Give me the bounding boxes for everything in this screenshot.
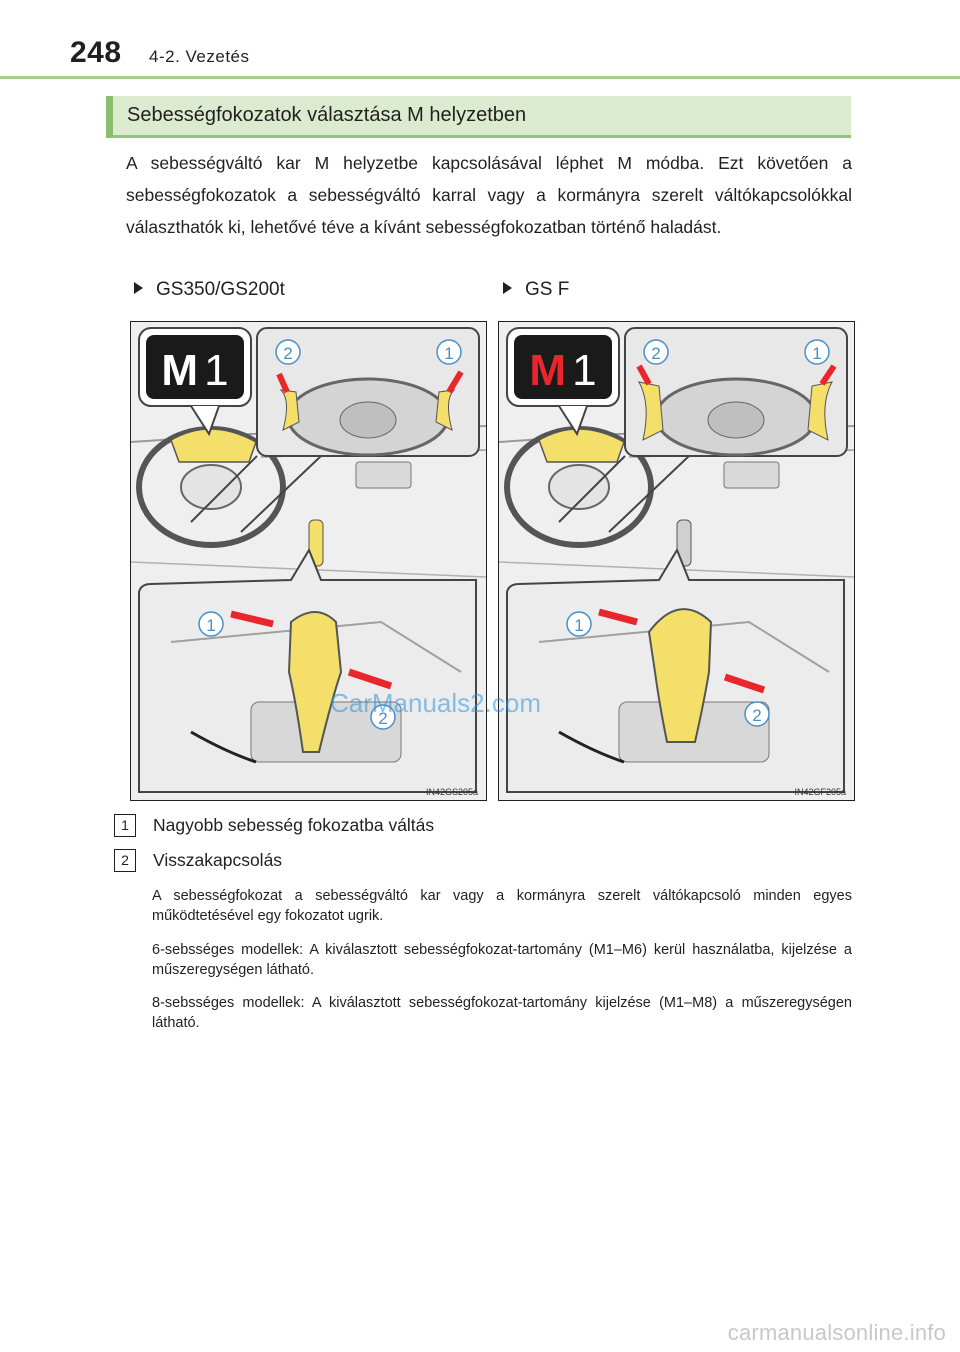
callout-1-lever: 1 (574, 616, 583, 635)
note-paragraph: A sebességfokozat a sebességváltó kar va… (152, 888, 852, 924)
footer-watermark: carmanualsonline.info (727, 1320, 946, 1345)
callout-2-lever: 2 (752, 706, 761, 725)
variant-heading-gsf: GS F (503, 279, 569, 301)
legend-item-upshift: 1 Nagyobb sebesség fokozatba váltás (114, 814, 434, 837)
variant-label: GS F (525, 279, 570, 300)
intro-paragraph: A sebességváltó kar M helyzetbe kapcsolá… (126, 153, 852, 237)
section-heading-bar: Sebességfokozatok választása M helyzetbe… (106, 96, 851, 138)
callout-1-lever: 1 (206, 616, 215, 635)
image-code: IN42GS205a (425, 787, 478, 797)
legend-number: 2 (114, 849, 136, 872)
watermark-text: CarManuals2.com (330, 688, 541, 718)
callout-2-lever: 2 (378, 709, 387, 728)
legend-item-downshift: 2 Visszakapcsolás (114, 849, 282, 872)
section-title: Sebességfokozatok választása M helyzetbe… (127, 104, 527, 126)
chapter-title: 4-2. Vezetés (149, 47, 250, 66)
image-code: IN42GF205a (794, 787, 846, 797)
note-paragraph: 8-sebsséges modellek: A kiválasztott seb… (152, 995, 852, 1031)
triangle-bullet-icon (503, 281, 512, 294)
legend-number: 1 (114, 814, 136, 837)
callout-2-paddle: 2 (651, 344, 660, 363)
variant-label: GS350/GS200t (156, 279, 285, 300)
page-header: 248 4-2. Vezetés (0, 0, 960, 80)
header-divider (0, 76, 960, 79)
callout-1-paddle: 1 (812, 344, 821, 363)
legend-label: Visszakapcsolás (153, 850, 283, 870)
callout-1-paddle: 1 (444, 344, 453, 363)
variant-heading-gs350: GS350/GS200t (134, 279, 285, 301)
legend-label: Nagyobb sebesség fokozatba váltás (153, 815, 435, 835)
note-paragraph: 6-sebsséges modellek: A kiválasztott seb… (152, 942, 852, 978)
triangle-bullet-icon (134, 281, 143, 294)
section-accent (106, 96, 113, 138)
page-number: 248 (70, 36, 122, 69)
callout-2-paddle: 2 (283, 344, 292, 363)
